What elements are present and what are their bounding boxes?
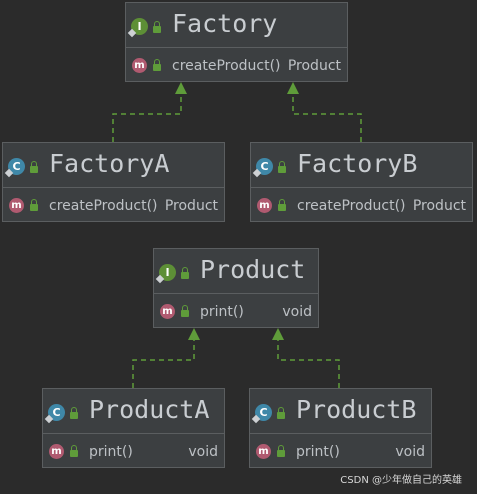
producta-name: ProductA xyxy=(89,395,210,424)
factorya-implements-factory-line xyxy=(112,93,182,142)
productb-name: ProductB xyxy=(296,395,417,424)
factorya-name: FactoryA xyxy=(49,149,170,178)
producta-method-row: m print() void xyxy=(43,434,224,470)
public-lock-icon xyxy=(30,161,38,173)
public-lock-icon xyxy=(70,407,78,419)
factoryb-method-row: m createProduct() Product xyxy=(251,188,472,224)
factory-method-return-type: Product xyxy=(287,58,341,74)
public-lock-icon xyxy=(277,407,285,419)
factory-name: Factory xyxy=(172,9,278,38)
productb-header: C ProductB xyxy=(250,389,431,434)
product-header: I Product xyxy=(154,249,318,294)
producta-method-return-type: void xyxy=(188,444,218,460)
product-method-row: m print() void xyxy=(154,294,318,330)
public-lock-icon xyxy=(181,267,189,279)
factoryb-method-return-type: Product xyxy=(412,198,466,214)
method-badge-icon: m xyxy=(160,304,175,319)
product-method-name: print() xyxy=(200,304,244,320)
class-badge-icon: C xyxy=(48,404,65,421)
factoryb-header: C FactoryB xyxy=(251,143,472,188)
public-lock-icon xyxy=(153,59,161,71)
method-badge-icon: m xyxy=(132,58,147,73)
producta-implements-product-line xyxy=(132,339,195,388)
class-badge-icon: C xyxy=(8,158,25,175)
public-lock-icon xyxy=(277,445,285,457)
productb-implements-product-line xyxy=(277,339,340,388)
public-lock-icon xyxy=(278,199,286,211)
public-lock-icon xyxy=(70,445,78,457)
method-badge-icon: m xyxy=(49,444,64,459)
producta-class-box[interactable]: C ProductA m print() void xyxy=(42,388,225,468)
productb-method-name: print() xyxy=(296,444,340,460)
product-method-return-type: void xyxy=(282,304,312,320)
productb-method-row: m print() void xyxy=(250,434,431,470)
factorya-method-name: createProduct() xyxy=(49,198,158,214)
productb-method-return-type: void xyxy=(395,444,425,460)
method-badge-icon: m xyxy=(256,444,271,459)
product-name: Product xyxy=(200,255,306,284)
factory-interface-box[interactable]: I Factory m createProduct() Product xyxy=(125,2,348,82)
producta-arrowhead xyxy=(188,328,200,340)
productb-arrowhead xyxy=(272,328,284,340)
factorya-arrowhead xyxy=(175,82,187,94)
productb-class-box[interactable]: C ProductB m print() void xyxy=(249,388,432,468)
interface-badge-icon: I xyxy=(159,264,176,281)
public-lock-icon xyxy=(278,161,286,173)
factorya-header: C FactoryA xyxy=(3,143,224,188)
product-interface-box[interactable]: I Product m print() void xyxy=(153,248,319,328)
factorya-method-return-type: Product xyxy=(164,198,218,214)
public-lock-icon xyxy=(30,199,38,211)
class-badge-icon: C xyxy=(256,158,273,175)
method-badge-icon: m xyxy=(9,198,24,213)
public-lock-icon xyxy=(153,21,161,33)
producta-method-name: print() xyxy=(89,444,133,460)
class-badge-icon: C xyxy=(255,404,272,421)
factory-method-name: createProduct() xyxy=(172,58,281,74)
factorya-class-box[interactable]: C FactoryA m createProduct() Product xyxy=(2,142,225,222)
producta-header: C ProductA xyxy=(43,389,224,434)
factory-method-row: m createProduct() Product xyxy=(126,48,347,84)
factoryb-class-box[interactable]: C FactoryB m createProduct() Product xyxy=(250,142,473,222)
watermark: CSDN @少年做自己的英雄 xyxy=(340,475,462,486)
factoryb-name: FactoryB xyxy=(297,149,418,178)
factoryb-arrowhead xyxy=(287,82,299,94)
factoryb-implements-factory-line xyxy=(292,93,362,142)
public-lock-icon xyxy=(181,305,189,317)
factorya-method-row: m createProduct() Product xyxy=(3,188,224,224)
method-badge-icon: m xyxy=(257,198,272,213)
interface-badge-icon: I xyxy=(131,18,148,35)
factory-header: I Factory xyxy=(126,3,347,48)
factoryb-method-name: createProduct() xyxy=(297,198,406,214)
